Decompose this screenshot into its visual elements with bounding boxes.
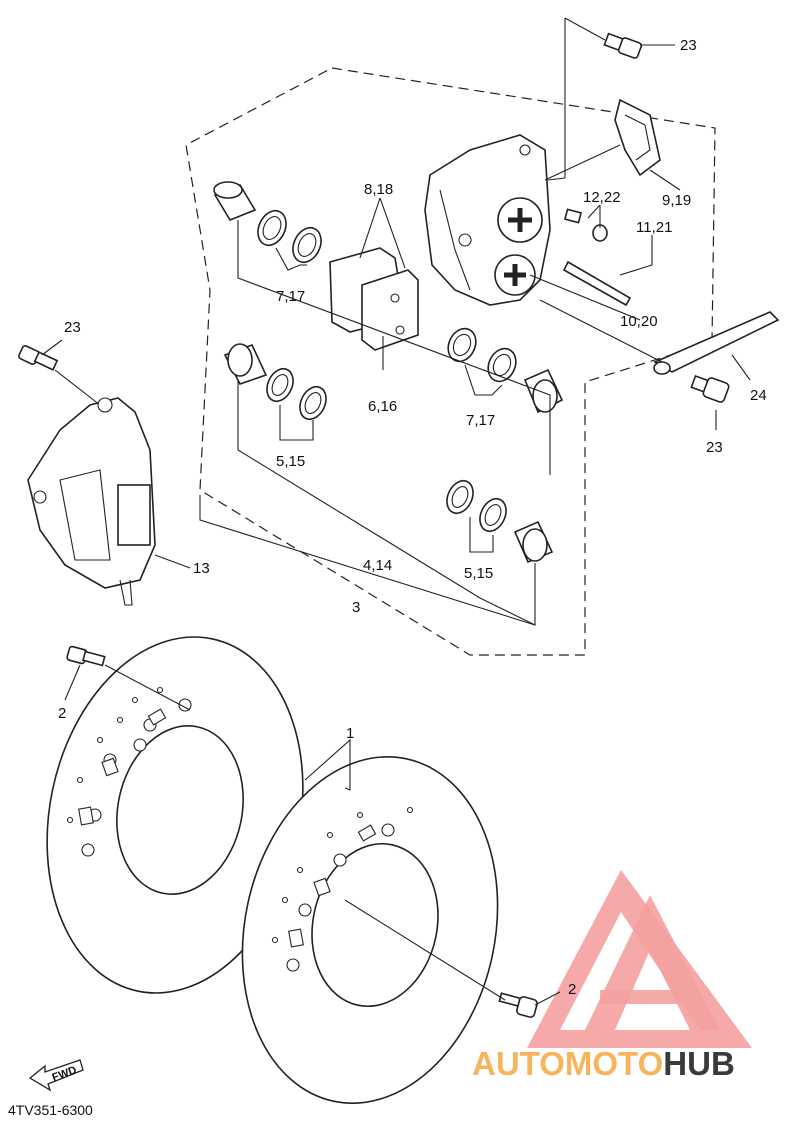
- bolt-23-bottom: [690, 374, 730, 403]
- watermark-text: AUTOMOTOHUB: [472, 1045, 735, 1082]
- callout-5-15-left: 5,15: [276, 453, 305, 470]
- callout-7-17-right: 7,17: [466, 412, 495, 429]
- leader-2-left: [64, 664, 81, 701]
- leader-5-15-left: [279, 405, 314, 441]
- bolt-23-top: [603, 32, 675, 59]
- watermark-logo: [527, 870, 752, 1048]
- leader-caliper-line: [547, 177, 566, 181]
- brake-disc-left: [46, 636, 304, 994]
- leader-5-15-right: [469, 517, 494, 553]
- callout-23-bottom: 23: [706, 439, 723, 456]
- brake-pads: [329, 247, 419, 351]
- caliper-assembled-left: [27, 397, 156, 606]
- callout-23-top: 23: [680, 37, 697, 54]
- callout-13: 13: [193, 560, 210, 577]
- watermark-part2: HUB: [663, 1045, 735, 1082]
- leader-3: [199, 495, 536, 626]
- seals-upper-right: [447, 327, 517, 383]
- bolt-2-right: [498, 992, 538, 1018]
- caliper-body-upper: [424, 134, 551, 306]
- callout-10-20: 10,20: [620, 313, 658, 330]
- bolt-23-left: [18, 345, 59, 371]
- piston-lower-right: [513, 520, 554, 564]
- callout-4-14: 4,14: [363, 557, 392, 574]
- seals-upper-left: [257, 209, 322, 264]
- callout-5-15-right: 5,15: [464, 565, 493, 582]
- callout-7-17-left: 7,17: [276, 288, 305, 305]
- leader-group-6-16: [237, 220, 551, 475]
- piston-upper-left: [213, 181, 257, 221]
- hose-clip: [653, 311, 780, 375]
- leader-7-17-left: [275, 247, 307, 271]
- watermark-part1: AUTOMOTO: [472, 1045, 663, 1082]
- leader-2-right: [534, 991, 561, 1006]
- callout-3: 3: [352, 599, 360, 616]
- piston-lower-left: [223, 343, 268, 385]
- bleed-screw: [563, 208, 608, 242]
- fwd-arrow-icon: [28, 1059, 84, 1092]
- leader-23-left: [41, 339, 63, 356]
- leader-9-19: [649, 169, 681, 191]
- leader-23-top: [564, 17, 606, 41]
- leader-7-17-right: [464, 364, 503, 396]
- leader-11-21: [619, 235, 653, 276]
- caliper-assembly-boundary: [185, 67, 716, 656]
- seals-lower-right: [446, 479, 507, 533]
- pad-pin: [562, 260, 632, 307]
- callout-9-19: 9,19: [662, 192, 691, 209]
- leader-group-4-14: [237, 380, 481, 599]
- piston-upper-right: [523, 368, 564, 414]
- diagram-code: 4TV351-6300: [8, 1102, 93, 1118]
- leader-24: [731, 354, 751, 381]
- callout-23-left: 23: [64, 319, 81, 336]
- seals-lower-left: [266, 367, 327, 421]
- leader-10-20: [529, 274, 641, 321]
- callout-12-22: 12,22: [583, 189, 621, 206]
- pad-spring: [614, 98, 661, 177]
- fwd-label: FWD: [51, 1064, 79, 1084]
- callout-2-right: 2: [568, 981, 576, 998]
- leader-1: [304, 738, 351, 791]
- callout-24: 24: [750, 387, 767, 404]
- callout-8-18: 8,18: [364, 181, 393, 198]
- callout-6-16: 6,16: [368, 398, 397, 415]
- brake-disc-right: [241, 756, 499, 1104]
- leader-caliper-to-spring: [544, 144, 621, 181]
- callout-1: 1: [346, 725, 354, 742]
- bolt-2-left: [66, 645, 106, 667]
- callout-2-left: 2: [58, 705, 66, 722]
- leader-13: [154, 554, 191, 569]
- callout-11-21: 11,21: [636, 219, 672, 236]
